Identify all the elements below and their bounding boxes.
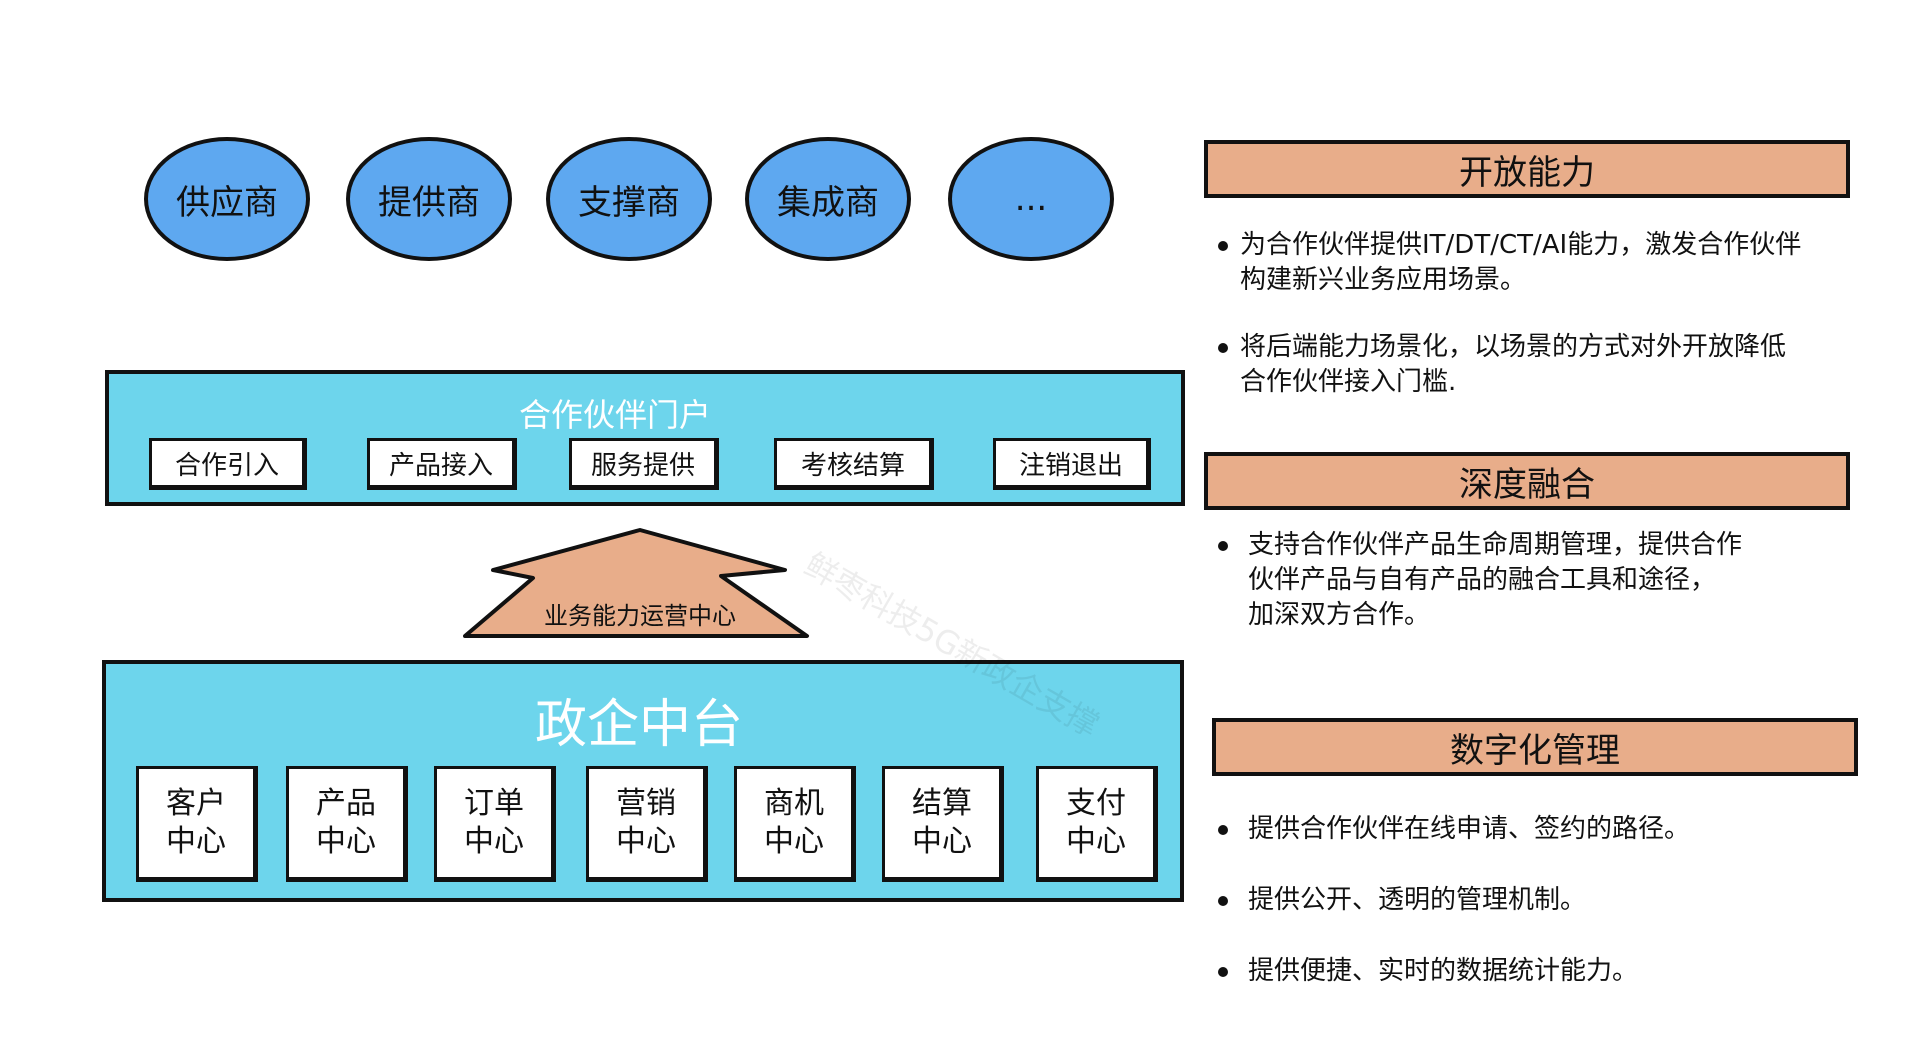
partner-support: 支撑商 [546,137,712,261]
digital-management-bullets: 提供合作伙伴在线申请、签约的路径。 提供公开、透明的管理机制。 提供便捷、实时的… [1218,812,1858,989]
govt-enterprise-middle-platform: 政企中台 客户中心 产品中心 订单中心 营销中心 商机中心 结算中心 支付中心 [102,660,1184,902]
portal-item-settlement: 考核结算 [774,438,934,490]
partner-supplier: 供应商 [144,137,310,261]
center-marketing: 营销中心 [586,766,708,882]
bullet: 提供公开、透明的管理机制。 [1218,883,1858,918]
center-customer: 客户中心 [136,766,258,882]
center-payment: 支付中心 [1036,766,1158,882]
partner-integrator: 集成商 [745,137,911,261]
ops-center-label: 业务能力运营中心 [544,602,736,630]
bullet: 提供合作伙伴在线申请、签约的路径。 [1218,812,1858,847]
center-product: 产品中心 [286,766,408,882]
center-settlement: 结算中心 [882,766,1004,882]
partner-portal: 合作伙伴门户 合作引入 产品接入 服务提供 考核结算 注销退出 [105,370,1185,506]
portal-item-exit: 注销退出 [993,438,1151,490]
portal-item-onboarding: 合作引入 [149,438,307,490]
center-order: 订单中心 [434,766,556,882]
portal-title: 合作伙伴门户 [518,396,711,434]
platform-title: 政企中台 [534,695,743,755]
portal-item-service: 服务提供 [569,438,719,490]
bullet: 支持合作伙伴产品生命周期管理，提供合作 伙伴产品与自有产品的融合工具和途径， 加… [1218,528,1858,633]
banner-digital-management: 数字化管理 [1212,718,1858,776]
partner-more: ... [948,137,1114,261]
bullet: 提供便捷、实时的数据统计能力。 [1218,954,1858,989]
bullet: 将后端能力场景化，以场景的方式对外开放降低合作伙伴接入门槛. [1218,330,1858,400]
deep-fusion-bullets: 支持合作伙伴产品生命周期管理，提供合作 伙伴产品与自有产品的融合工具和途径， 加… [1218,528,1858,633]
open-capability-bullets: 为合作伙伴提供IT/DT/CT/AI能力，激发合作伙伴构建新兴业务应用场景。 将… [1218,228,1858,400]
banner-open-capability: 开放能力 [1204,140,1850,198]
bullet: 为合作伙伴提供IT/DT/CT/AI能力，激发合作伙伴构建新兴业务应用场景。 [1218,228,1858,298]
banner-deep-fusion: 深度融合 [1204,452,1850,510]
up-arrow-icon [463,528,809,638]
center-opportunity: 商机中心 [734,766,856,882]
portal-item-product-access: 产品接入 [367,438,517,490]
partner-provider: 提供商 [346,137,512,261]
